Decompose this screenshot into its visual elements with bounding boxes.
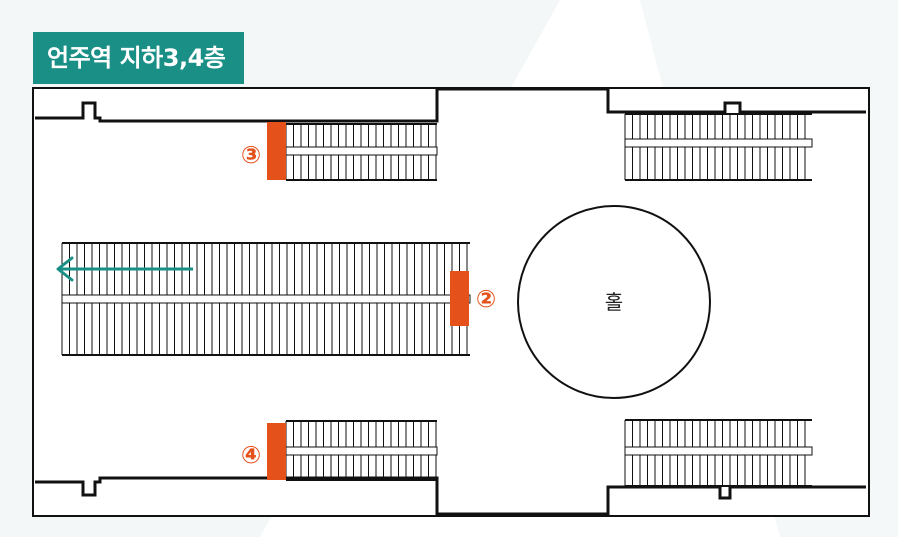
exit-4-marker — [267, 423, 286, 480]
escalator-group — [61, 113, 813, 487]
escalator-bottom-right — [624, 419, 813, 487]
hall-circle — [517, 205, 711, 399]
top-wall — [35, 87, 866, 123]
escalator-top-right — [624, 113, 813, 181]
exit-4-label: ④ — [241, 441, 261, 469]
exit-2-marker — [450, 271, 469, 326]
bottom-wall — [35, 476, 866, 516]
hall-label: 홀 — [605, 290, 623, 314]
exit-2-label: ② — [476, 285, 496, 313]
exit-3-label: ③ — [241, 141, 261, 169]
page-title: 언주역 지하3,4층 — [33, 32, 244, 84]
direction-arrow-icon — [56, 256, 193, 282]
exit-3-marker — [267, 122, 286, 180]
escalator-bottom-center — [285, 420, 438, 481]
escalator-left-main — [61, 242, 471, 356]
